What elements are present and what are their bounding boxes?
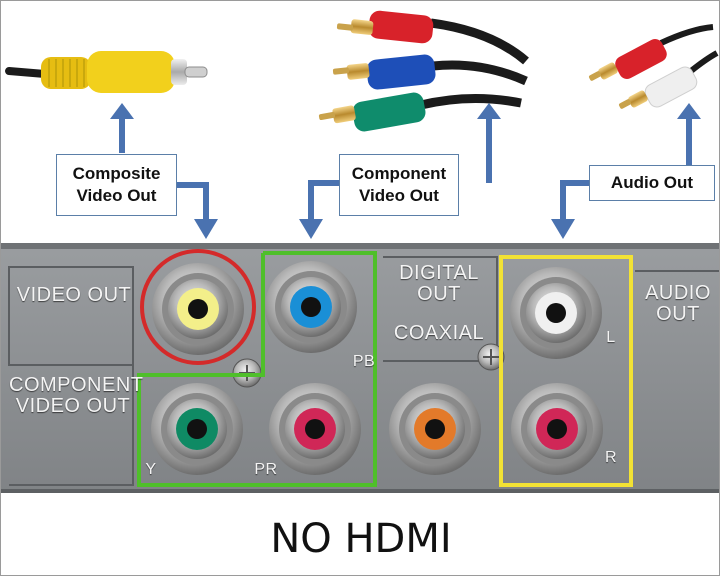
digital-out-label: DIGITAL OUT <box>385 263 493 305</box>
composite-callout-line2: Video Out <box>73 185 161 207</box>
coaxial-label: COAXIAL <box>385 323 493 344</box>
jack-audio-l-white <box>510 267 602 359</box>
digital-label-line2: OUT <box>385 284 493 305</box>
y-label: Y <box>141 459 161 480</box>
audio-out-callout: Audio Out <box>589 165 715 201</box>
composite-video-out-callout: Composite Video Out <box>56 154 177 216</box>
composite-cable <box>9 51 207 93</box>
audio-out-panel-label: AUDIO OUT <box>635 283 720 325</box>
component-video-out-callout: Component Video Out <box>339 154 459 216</box>
jack-audio-r-red <box>511 383 603 475</box>
arrow-down-audio <box>563 183 589 223</box>
component-callout-line1: Component <box>352 163 446 185</box>
jack-coaxial-orange <box>389 383 481 475</box>
component-video-out-label: COMPONENT VIDEO OUT <box>9 375 137 417</box>
pb-label: PB <box>351 351 377 372</box>
video-out-label: VIDEO OUT <box>15 285 133 306</box>
l-label: L <box>601 327 621 348</box>
arrow-down-composite <box>177 185 206 223</box>
audio-cables <box>588 27 717 110</box>
digital-label-line1: DIGITAL <box>385 263 493 284</box>
component-callout-line2: Video Out <box>352 185 446 207</box>
no-hdmi-caption: NO HDMI <box>1 509 720 569</box>
pr-label: PR <box>253 459 279 480</box>
jack-pr-red <box>269 383 361 475</box>
jack-pb-blue <box>265 261 357 353</box>
audio-panel-label-line1: AUDIO <box>635 283 720 304</box>
jack-video-yellow <box>152 263 244 355</box>
r-label: R <box>601 447 621 468</box>
jack-y-green <box>151 383 243 475</box>
audio-callout-text: Audio Out <box>611 172 693 194</box>
component-label-line2: VIDEO OUT <box>9 396 137 417</box>
arrow-down-component <box>311 183 339 223</box>
audio-panel-label-line2: OUT <box>635 304 720 325</box>
component-label-line1: COMPONENT <box>9 375 137 396</box>
composite-callout-line1: Composite <box>73 163 161 185</box>
